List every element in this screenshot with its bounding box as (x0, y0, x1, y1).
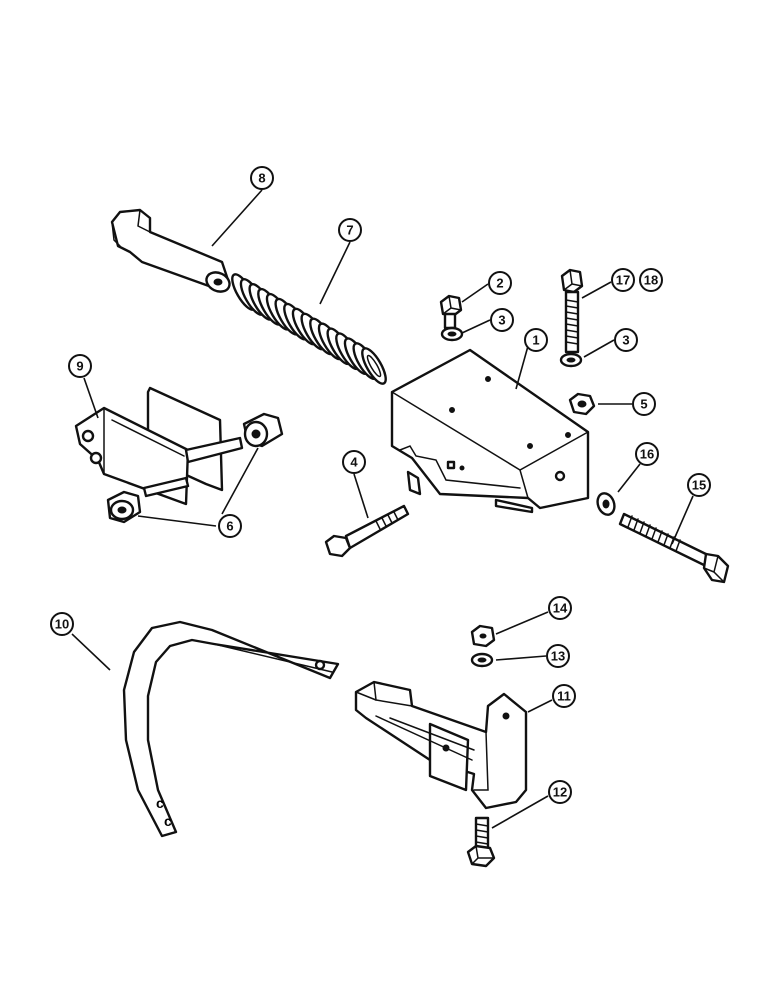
curved-shank-part-10: c c (122, 620, 340, 838)
callout-15: 15 (687, 473, 711, 497)
callout-label-17: 17 (616, 273, 630, 288)
callout-13: 13 (546, 644, 570, 668)
callout-label-13: 13 (551, 649, 565, 664)
spring-end-opening (366, 354, 382, 378)
callout-1: 1 (524, 328, 548, 352)
callout-label-10: 10 (55, 617, 69, 632)
housing-bracket-part-1 (390, 348, 590, 514)
spring-coil (361, 347, 387, 385)
pivot-bracket-part-9 (74, 386, 244, 506)
nut-part-5 (568, 392, 596, 416)
svg-text:c: c (164, 813, 172, 829)
bushing-part-6b (106, 490, 142, 524)
callout-7: 7 (338, 218, 362, 242)
bushing-part-6a (242, 412, 284, 448)
callout-label-16: 16 (640, 447, 654, 462)
callout-label-5: 5 (640, 397, 647, 412)
callout-16: 16 (635, 442, 659, 466)
leader-lines (71, 189, 694, 829)
lock-washer-part-3a (440, 326, 464, 342)
callout-3a: 3 (490, 308, 514, 332)
long-bolt-part-15 (618, 512, 730, 584)
callout-5: 5 (632, 392, 656, 416)
callout-label-8: 8 (258, 171, 265, 186)
washer-part-16 (596, 492, 616, 516)
lock-washer-part-3b (559, 352, 583, 368)
callout-label-4: 4 (350, 455, 358, 470)
callout-18: 18 (639, 268, 663, 292)
callout-label-15: 15 (692, 478, 706, 493)
callout-9: 9 (68, 354, 92, 378)
callout-12: 12 (548, 780, 572, 804)
callout-3b: 3 (614, 328, 638, 352)
callout-11: 11 (552, 684, 576, 708)
callout-label-9: 9 (76, 359, 83, 374)
callout-label-2: 2 (496, 276, 503, 291)
callout-10: 10 (50, 612, 74, 636)
callout-6: 6 (218, 514, 242, 538)
bolt-part-4 (324, 504, 410, 558)
callout-label-3a: 3 (498, 313, 505, 328)
bolt-part-2 (439, 294, 463, 330)
svg-text:c: c (156, 795, 164, 811)
callout-label-12: 12 (553, 785, 567, 800)
callout-8: 8 (250, 166, 274, 190)
long-bolt-part-17-18 (560, 268, 584, 354)
callout-14: 14 (548, 596, 572, 620)
callout-2: 2 (488, 271, 512, 295)
clamp-bracket-part-11 (354, 680, 528, 810)
lock-washer-part-13 (470, 652, 494, 668)
callout-label-18: 18 (644, 273, 658, 288)
callout-17: 17 (611, 268, 635, 292)
bolt-part-12 (466, 816, 496, 868)
callout-label-6: 6 (226, 519, 233, 534)
callout-label-3b: 3 (622, 333, 629, 348)
callout-label-1: 1 (532, 333, 539, 348)
nut-part-14 (470, 624, 496, 648)
spring-part (231, 273, 387, 385)
callout-label-11: 11 (557, 689, 571, 704)
pivot-tube-part (110, 208, 231, 293)
callout-label-7: 7 (346, 223, 353, 238)
callout-label-14: 14 (553, 601, 568, 616)
callout-4: 4 (342, 450, 366, 474)
